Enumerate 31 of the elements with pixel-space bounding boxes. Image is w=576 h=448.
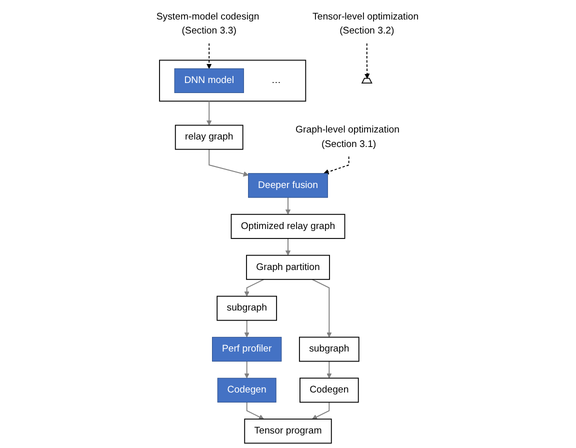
- node-box: Perf profiler: [212, 336, 282, 362]
- node-box: Deeper fusion: [248, 173, 328, 198]
- arrow: [312, 402, 330, 420]
- arrow: [206, 42, 212, 69]
- arrow: [244, 320, 250, 338]
- node-box: Tensor program: [244, 418, 332, 444]
- arrow: [206, 100, 212, 126]
- node-box: Codegen: [217, 378, 276, 403]
- arrow: [246, 402, 264, 420]
- node-text: System-model codesign (Section 3.3): [156, 11, 260, 36]
- arrow: [244, 278, 264, 296]
- cluster: [159, 60, 306, 102]
- arrow: [324, 156, 350, 174]
- node-box: Graph partition: [246, 254, 330, 280]
- arrow: [312, 278, 332, 338]
- arrow: [364, 42, 370, 79]
- arrow: [208, 148, 249, 177]
- node-box: DNN model: [174, 68, 244, 94]
- node-box: Optimized relay graph: [230, 214, 346, 239]
- arrow: [326, 360, 332, 378]
- arrow: [244, 360, 250, 378]
- node-box: subgraph: [216, 296, 278, 321]
- node-box: subgraph: [298, 336, 360, 362]
- node-box: relay graph: [174, 124, 244, 150]
- node-bracket: [361, 78, 372, 84]
- arrow: [285, 238, 291, 256]
- arrow: [285, 197, 291, 215]
- node-text: …: [271, 75, 281, 86]
- node-box: Codegen: [300, 378, 359, 403]
- node-text: Tensor-level optimization (Section 3.2): [312, 11, 419, 36]
- node-text: Graph-level optimization (Section 3.1): [296, 124, 400, 150]
